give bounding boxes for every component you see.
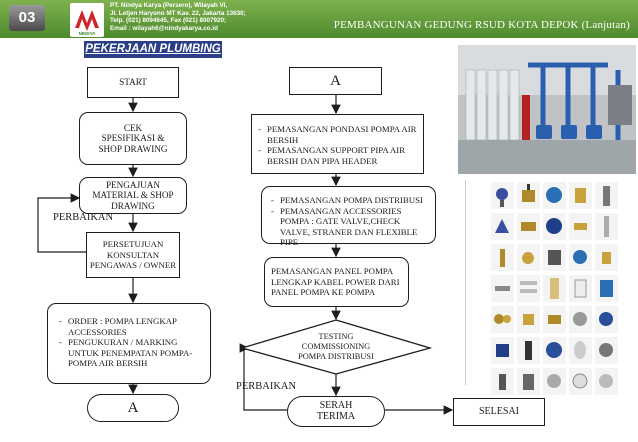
nindya-logo-icon: NINDYA	[70, 3, 104, 37]
distribusi-item: PEMASANGAN ACCESSORIES POMPA : GATE VALV…	[271, 206, 431, 248]
pump-accessories-photo	[465, 180, 626, 395]
pondasi-box: PEMASANGAN PONDASI POMPA AIR BERSIH PEMA…	[251, 114, 424, 174]
perbaikan-right-label: PERBAIKAN	[236, 381, 297, 392]
selesai-label: SELESAI	[479, 405, 519, 417]
pengajuan-box: PENGAJUAN MATERIAL & SHOP DRAWING	[79, 177, 187, 214]
perbaikan-left-label: PERBAIKAN	[53, 212, 114, 223]
pondasi-item: PEMASANGAN SUPPORT PIPA AIR BERSIH DAN P…	[258, 145, 419, 166]
connector-a-bottom: A	[87, 394, 179, 422]
connector-a-top-label: A	[330, 72, 341, 89]
testing-label: TESTING COMMISSIONING POMPA DISTRIBUSI	[298, 332, 374, 361]
cek-spesifikasi-box: CEK SPESIFIKASI & SHOP DRAWING	[79, 112, 187, 165]
pump-room-photo	[458, 45, 636, 174]
selesai-box: SELESAI	[453, 398, 545, 426]
order-box: ORDER : POMPA LENGKAP ACCESSORIES PENGUK…	[47, 303, 211, 384]
section-title: PEKERJAAN PLUMBING	[84, 41, 222, 58]
testing-diamond	[239, 319, 433, 375]
arrow-perbaikan-left	[37, 193, 86, 253]
serah-terima-label: SERAH TERIMA	[316, 399, 356, 422]
company-line: Email : wilayah6@nindyakarya.co.id	[110, 24, 218, 32]
company-line: Telp. (021) 8094645, Fax (021) 8007920;	[110, 17, 227, 24]
cek-spesifikasi-label: CEK SPESIFIKASI & SHOP DRAWING	[98, 122, 168, 154]
persetujuan-label: PERSETUJUAN KONSULTAN PENGAWAS / OWNER	[89, 239, 177, 271]
order-item: PENGUKURAN / MARKING UNTUK PENEMPATAN PO…	[59, 337, 204, 369]
serah-terima-box: SERAH TERIMA	[287, 396, 385, 427]
slide-number: 03	[9, 5, 45, 31]
pengajuan-label: PENGAJUAN MATERIAL & SHOP DRAWING	[92, 179, 174, 211]
company-info: PT. Nindya Karya (Persero), Wilayah VI, …	[110, 2, 246, 32]
persetujuan-box: PERSETUJUAN KONSULTAN PENGAWAS / OWNER	[86, 232, 180, 278]
slide-title: PEMBANGUNAN GEDUNG RSUD KOTA DEPOK (Lanj…	[333, 19, 630, 31]
distribusi-item: PEMASANGAN POMPA DISTRIBUSI	[271, 195, 431, 206]
logo-caption: NINDYA	[79, 31, 97, 36]
panel-box: PEMASANGAN PANEL POMPA LENGKAP KABEL POW…	[264, 257, 409, 307]
start-box: START	[87, 67, 179, 98]
connector-a-label: A	[127, 399, 139, 416]
pondasi-item: PEMASANGAN PONDASI POMPA AIR BERSIH	[258, 124, 419, 145]
connector-a-top: A	[289, 67, 382, 95]
company-line: PT. Nindya Karya (Persero), Wilayah VI,	[110, 2, 228, 9]
header-bar	[0, 0, 638, 38]
panel-label: PEMASANGAN PANEL POMPA LENGKAP KABEL POW…	[271, 266, 400, 298]
start-label: START	[119, 77, 147, 88]
company-line: Jl. Letjen Haryono MT Kav. 22, Jakarta 1…	[110, 9, 246, 17]
order-item: ORDER : POMPA LENGKAP ACCESSORIES	[59, 316, 204, 337]
distribusi-box: PEMASANGAN POMPA DISTRIBUSI PEMASANGAN A…	[261, 186, 436, 247]
